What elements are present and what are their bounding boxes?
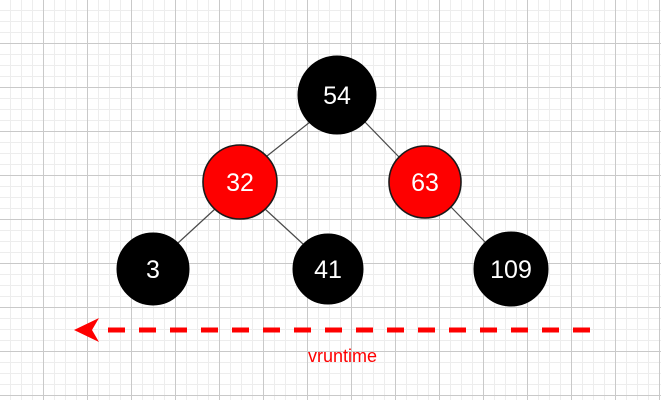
node-label: 54 bbox=[323, 82, 351, 110]
node-circle[interactable] bbox=[473, 231, 549, 307]
edge-54-32 bbox=[266, 121, 311, 157]
node-circle[interactable] bbox=[292, 233, 364, 305]
node-label: 41 bbox=[314, 256, 342, 284]
node-circle[interactable] bbox=[297, 55, 377, 135]
edge-54-63 bbox=[364, 121, 400, 158]
node-circle[interactable] bbox=[116, 232, 190, 306]
node-label: 3 bbox=[146, 256, 160, 284]
vruntime-axis-arrow bbox=[74, 318, 590, 342]
tree-node-3[interactable]: 3 bbox=[116, 232, 190, 306]
edge-63-109 bbox=[450, 206, 488, 245]
tree-node-54[interactable]: 54 bbox=[297, 55, 377, 135]
edge-32-3 bbox=[177, 208, 216, 244]
tree-edges bbox=[177, 121, 488, 245]
node-label: 109 bbox=[490, 256, 532, 284]
tree-node-109[interactable]: 109 bbox=[473, 231, 549, 307]
node-circle[interactable] bbox=[388, 145, 462, 219]
node-circle[interactable] bbox=[202, 144, 278, 220]
tree-node-63[interactable]: 63 bbox=[388, 145, 462, 219]
vruntime-axis-label: vruntime bbox=[308, 346, 378, 366]
tree-node-32[interactable]: 32 bbox=[202, 144, 278, 220]
arrowhead-left-icon bbox=[74, 318, 99, 342]
tree-node-41[interactable]: 41 bbox=[292, 233, 364, 305]
node-label: 32 bbox=[226, 169, 254, 197]
node-label: 63 bbox=[411, 169, 439, 197]
edge-32-41 bbox=[264, 208, 304, 245]
